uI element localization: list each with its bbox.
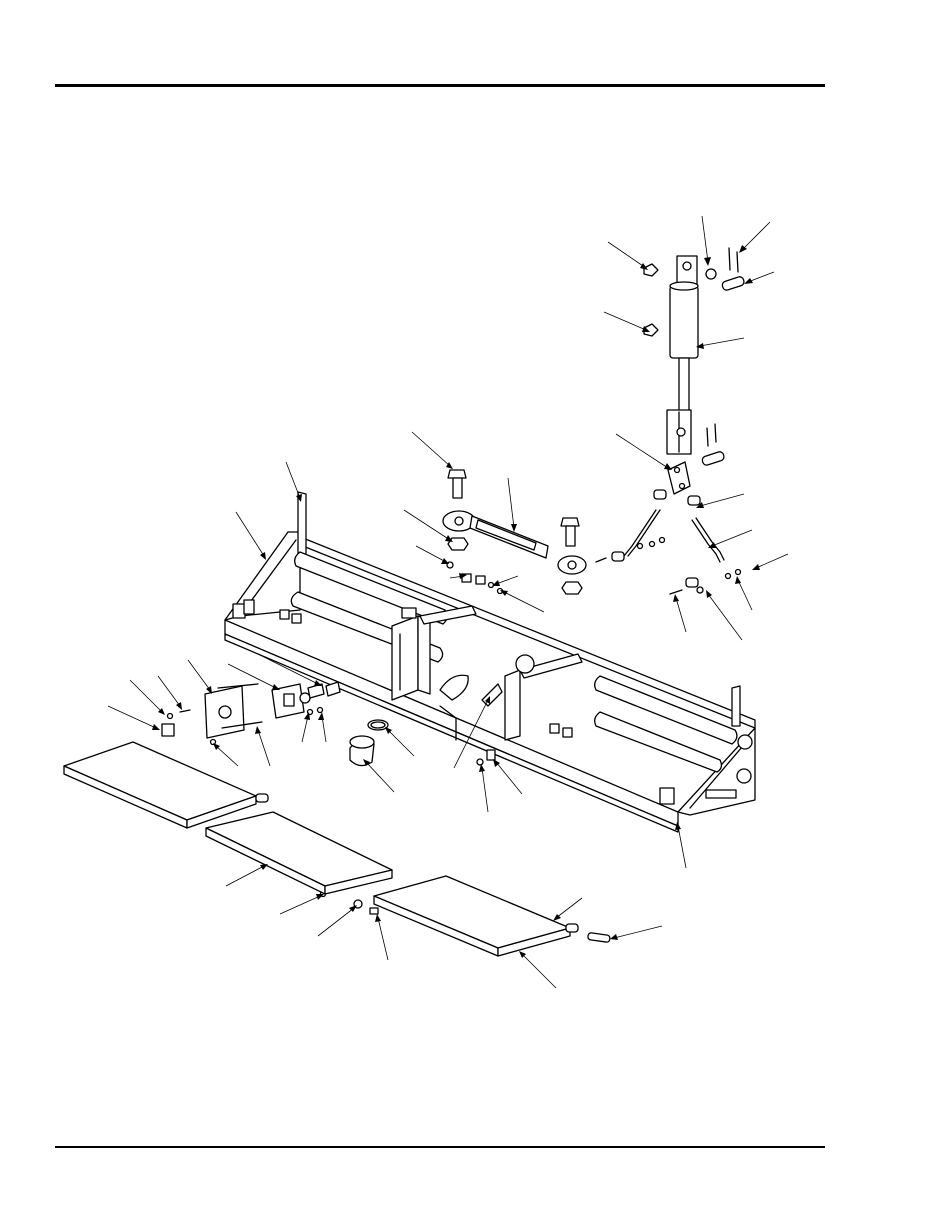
footer-rule [55, 1146, 825, 1148]
rubber-cap [349, 735, 375, 767]
hydraulic-cylinder [666, 255, 699, 455]
hydraulic-valve [271, 681, 341, 719]
cylinder-hardware [643, 263, 717, 337]
valve-mount-plate [161, 683, 263, 746]
turnbuckle-link [442, 510, 587, 575]
hinge-pin [587, 932, 611, 943]
main-frame [224, 491, 756, 833]
center-pivot-assembly [391, 605, 583, 741]
lift-chain [595, 489, 742, 595]
hex-bolt [447, 469, 580, 547]
header-rule [55, 84, 825, 87]
cylinder-clevis-pin [701, 276, 745, 466]
extension-panel [63, 741, 579, 957]
mounting-bracket-plate [667, 461, 691, 495]
cotter-pin [706, 247, 739, 447]
callout-leaders [107, 215, 789, 989]
hose-clamp [367, 719, 389, 731]
